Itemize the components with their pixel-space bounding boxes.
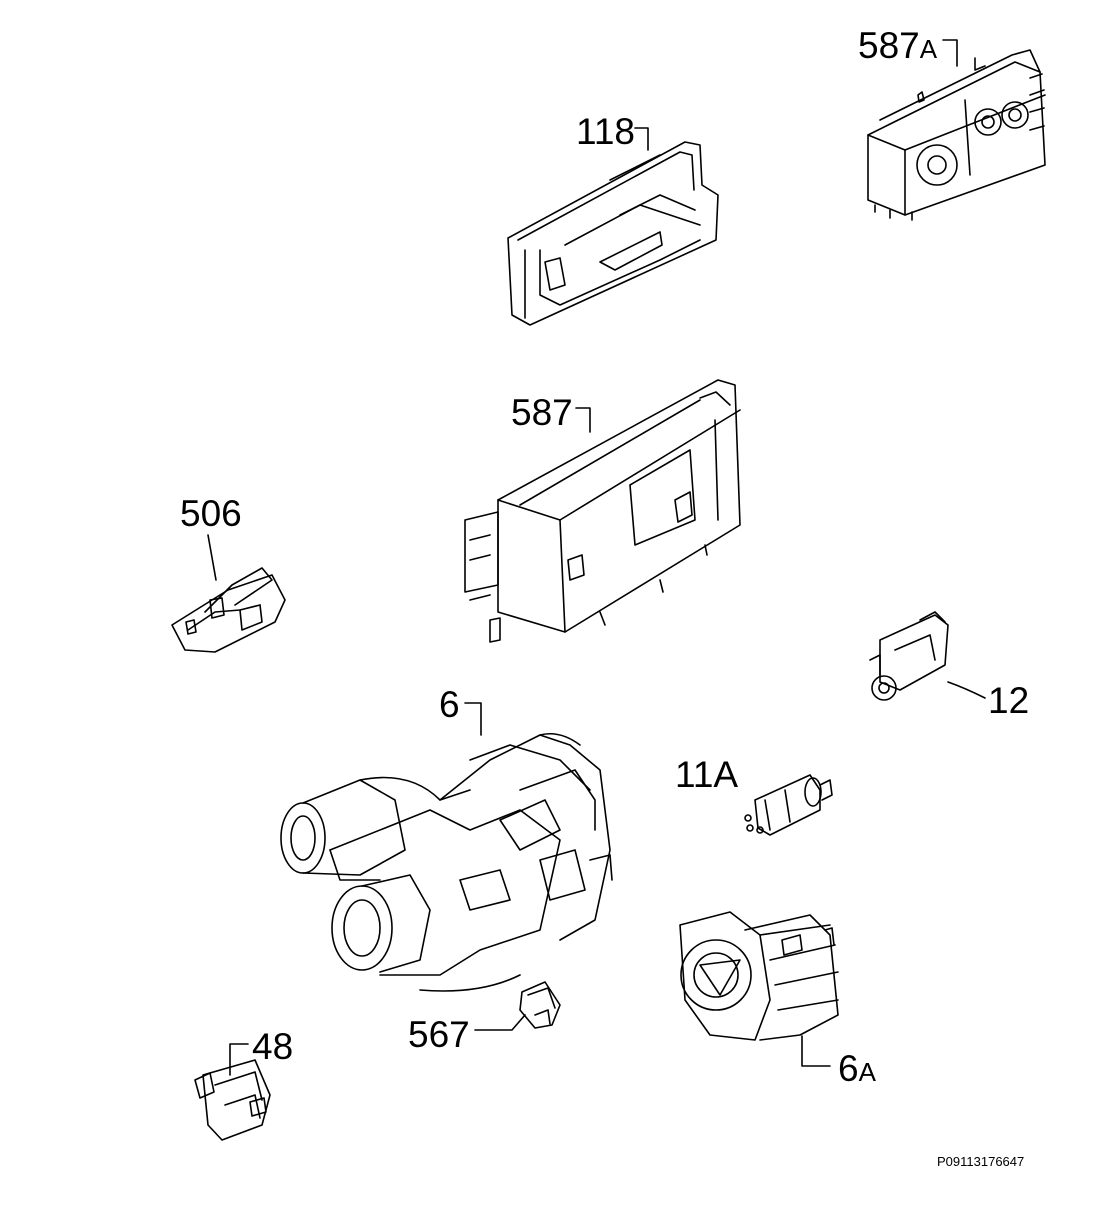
part-48-drawing bbox=[194, 1059, 271, 1141]
part-label-587: 587 bbox=[511, 394, 573, 431]
leader-567 bbox=[474, 1014, 526, 1031]
leader-6 bbox=[464, 702, 482, 736]
part-11a-drawing bbox=[744, 774, 833, 836]
part-label-506: 506 bbox=[180, 495, 242, 532]
part-6a-drawing bbox=[679, 911, 839, 1041]
part-number: 587 bbox=[858, 25, 920, 66]
leader-48 bbox=[229, 1043, 249, 1076]
part-label-48: 48 bbox=[252, 1028, 293, 1065]
part-number: 6 bbox=[439, 684, 460, 725]
leader-506 bbox=[207, 534, 217, 581]
part-506-drawing bbox=[171, 567, 286, 653]
part-567-drawing bbox=[519, 981, 561, 1029]
part-number: 506 bbox=[180, 493, 242, 534]
part-118-drawing bbox=[507, 141, 719, 326]
leader-118 bbox=[634, 127, 649, 151]
document-id: P09113176647 bbox=[937, 1154, 1025, 1169]
part-suffix: A bbox=[919, 34, 938, 64]
part-label-118: 118 bbox=[576, 113, 635, 150]
part-12-drawing bbox=[869, 611, 949, 701]
part-number: 6 bbox=[838, 1048, 859, 1089]
leader-12 bbox=[947, 681, 986, 699]
part-label-587a: 587A bbox=[858, 27, 937, 64]
leader-6a bbox=[801, 1035, 831, 1067]
part-number: 11A bbox=[675, 754, 739, 795]
leader-587 bbox=[575, 407, 591, 433]
part-label-6: 6 bbox=[439, 686, 460, 723]
part-6-drawing bbox=[280, 732, 613, 992]
part-label-11a: 11A bbox=[675, 756, 738, 793]
part-587a-drawing bbox=[867, 49, 1046, 221]
part-label-6a: 6A bbox=[838, 1050, 876, 1087]
part-number: 12 bbox=[988, 680, 1030, 721]
part-label-12: 12 bbox=[988, 682, 1029, 719]
part-suffix: A bbox=[858, 1057, 876, 1087]
part-587-drawing bbox=[464, 379, 741, 643]
leader-587a bbox=[942, 39, 958, 67]
part-number: 587 bbox=[511, 392, 573, 433]
part-number: 118 bbox=[576, 111, 635, 152]
part-number: 567 bbox=[408, 1014, 470, 1055]
part-label-567: 567 bbox=[408, 1016, 470, 1053]
part-number: 48 bbox=[252, 1026, 294, 1067]
